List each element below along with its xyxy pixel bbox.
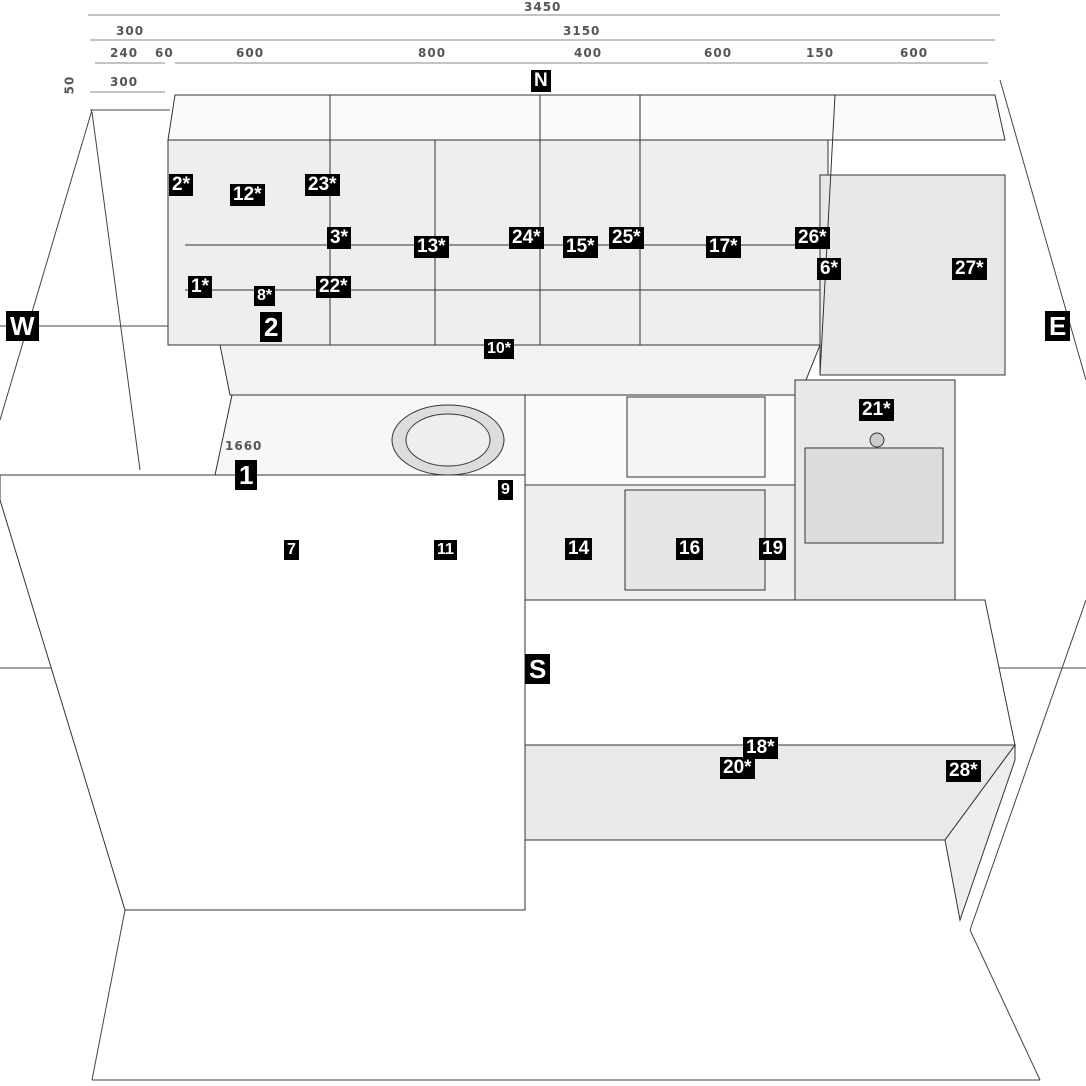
dim-seg-1: 600 (236, 46, 265, 60)
marker-9: 9 (498, 480, 513, 500)
marker-14: 14 (565, 538, 593, 560)
dim-seg-3: 400 (574, 46, 603, 60)
wall-cabinets (167, 94, 1006, 376)
dim-seg-6: 600 (900, 46, 929, 60)
marker-11: 11 (434, 540, 457, 560)
marker-2s: 2* (169, 174, 193, 196)
marker-8s: 8* (254, 286, 276, 306)
compass-north: N (531, 70, 551, 92)
marker-10s: 10* (484, 339, 515, 359)
marker-1: 1 (235, 460, 258, 490)
marker-12s: 12* (230, 184, 265, 206)
marker-22s: 22* (316, 276, 351, 298)
marker-13s: 13* (414, 236, 449, 258)
dim-seg-5: 150 (806, 46, 835, 60)
dim-height-50: 50 (62, 75, 77, 95)
dim-seg-4: 600 (704, 46, 733, 60)
dim-60: 60 (155, 46, 174, 60)
marker-3s: 3* (327, 227, 351, 249)
dim-240: 240 (110, 46, 139, 60)
marker-21s: 21* (859, 399, 894, 421)
marker-25s: 25* (609, 227, 644, 249)
dim-main-run: 3150 (563, 24, 601, 38)
dim-counter-1660: 1660 (225, 439, 263, 453)
dim-left-depth: 300 (116, 24, 145, 38)
marker-27s: 27* (952, 258, 987, 280)
marker-16: 16 (676, 538, 704, 560)
marker-26s: 26* (795, 227, 830, 249)
marker-20s: 20* (720, 757, 755, 779)
marker-7: 7 (284, 540, 299, 560)
marker-23s: 23* (305, 174, 340, 196)
marker-24s: 24* (509, 227, 544, 249)
dim-seg-2: 800 (418, 46, 447, 60)
counters (214, 344, 821, 486)
compass-west: W (6, 311, 39, 341)
marker-17s: 17* (706, 236, 741, 258)
dim-total-width: 3450 (524, 0, 562, 14)
marker-19: 19 (759, 538, 787, 560)
marker-1s: 1* (188, 276, 212, 298)
marker-2: 2 (260, 312, 283, 342)
dimension-lines (88, 14, 1000, 93)
marker-18s: 18* (743, 737, 778, 759)
dim-left-lower-300: 300 (110, 75, 139, 89)
compass-east: E (1045, 311, 1071, 341)
marker-15s: 15* (563, 236, 598, 258)
island (0, 474, 1016, 922)
marker-28s: 28* (946, 760, 981, 782)
compass-south: S (525, 654, 551, 684)
marker-6s: 6* (817, 258, 841, 280)
